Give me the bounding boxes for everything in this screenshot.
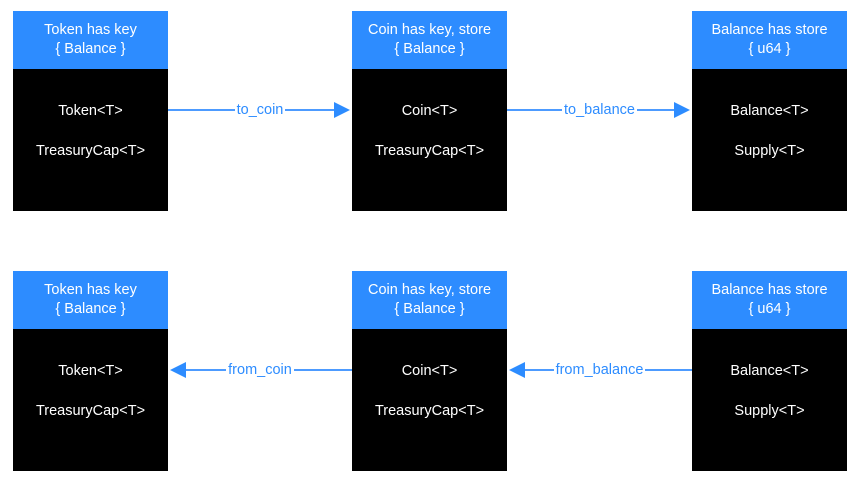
- node-header-line-2: { Balance }: [55, 301, 126, 317]
- node-balance-forward[interactable]: Balance has store { u64 } Balance<T> Sup…: [692, 11, 847, 211]
- node-header-line-1: Token has key: [44, 282, 137, 298]
- node-coin-reverse[interactable]: Coin has key, store { Balance } Coin<T> …: [352, 271, 507, 471]
- node-header: Coin has key, store { Balance }: [352, 11, 507, 69]
- node-header: Balance has store { u64 }: [692, 271, 847, 329]
- edge-to-balance[interactable]: to_balance: [507, 93, 692, 127]
- node-balance-reverse[interactable]: Balance has store { u64 } Balance<T> Sup…: [692, 271, 847, 471]
- node-header-line-2: { Balance }: [394, 301, 465, 317]
- node-body-line-1: Coin<T>: [401, 103, 458, 119]
- node-body-line-2: TreasuryCap<T>: [374, 403, 485, 419]
- node-header: Balance has store { u64 }: [692, 11, 847, 69]
- edge-to-coin[interactable]: to_coin: [168, 93, 352, 127]
- edge-from-coin[interactable]: from_coin: [168, 353, 352, 387]
- node-header-line-1: Token has key: [44, 22, 137, 38]
- node-body: Coin<T> TreasuryCap<T>: [352, 329, 507, 471]
- node-body: Token<T> TreasuryCap<T>: [13, 329, 168, 471]
- node-header: Token has key { Balance }: [13, 271, 168, 329]
- node-header-line-1: Coin has key, store: [367, 22, 492, 38]
- node-body-line-1: Balance<T>: [730, 103, 809, 119]
- node-header: Token has key { Balance }: [13, 11, 168, 69]
- node-coin-forward[interactable]: Coin has key, store { Balance } Coin<T> …: [352, 11, 507, 211]
- node-header-line-2: { u64 }: [748, 41, 791, 57]
- node-body: Coin<T> TreasuryCap<T>: [352, 69, 507, 211]
- node-header-line-1: Balance has store: [711, 22, 828, 38]
- node-header-line-1: Balance has store: [711, 282, 828, 298]
- node-body-line-1: Token<T>: [58, 103, 123, 119]
- node-token-reverse[interactable]: Token has key { Balance } Token<T> Treas…: [13, 271, 168, 471]
- edge-label: from_balance: [553, 361, 646, 379]
- node-body-line-2: Supply<T>: [734, 403, 805, 419]
- node-body-line-1: Coin<T>: [401, 363, 458, 379]
- node-header-line-2: { u64 }: [748, 301, 791, 317]
- edge-label: from_coin: [226, 361, 294, 379]
- node-body-line-2: TreasuryCap<T>: [35, 143, 146, 159]
- node-header-line-1: Coin has key, store: [367, 282, 492, 298]
- edge-from-balance[interactable]: from_balance: [507, 353, 692, 387]
- edge-label: to_balance: [562, 101, 637, 119]
- node-body-line-1: Balance<T>: [730, 363, 809, 379]
- node-header-line-2: { Balance }: [394, 41, 465, 57]
- node-body-line-2: Supply<T>: [734, 143, 805, 159]
- node-body: Balance<T> Supply<T>: [692, 329, 847, 471]
- edge-label: to_coin: [234, 101, 286, 119]
- node-token-forward[interactable]: Token has key { Balance } Token<T> Treas…: [13, 11, 168, 211]
- node-body-line-2: TreasuryCap<T>: [35, 403, 146, 419]
- node-body: Token<T> TreasuryCap<T>: [13, 69, 168, 211]
- node-header-line-2: { Balance }: [55, 41, 126, 57]
- node-header: Coin has key, store { Balance }: [352, 271, 507, 329]
- node-body: Balance<T> Supply<T>: [692, 69, 847, 211]
- node-body-line-1: Token<T>: [58, 363, 123, 379]
- node-body-line-2: TreasuryCap<T>: [374, 143, 485, 159]
